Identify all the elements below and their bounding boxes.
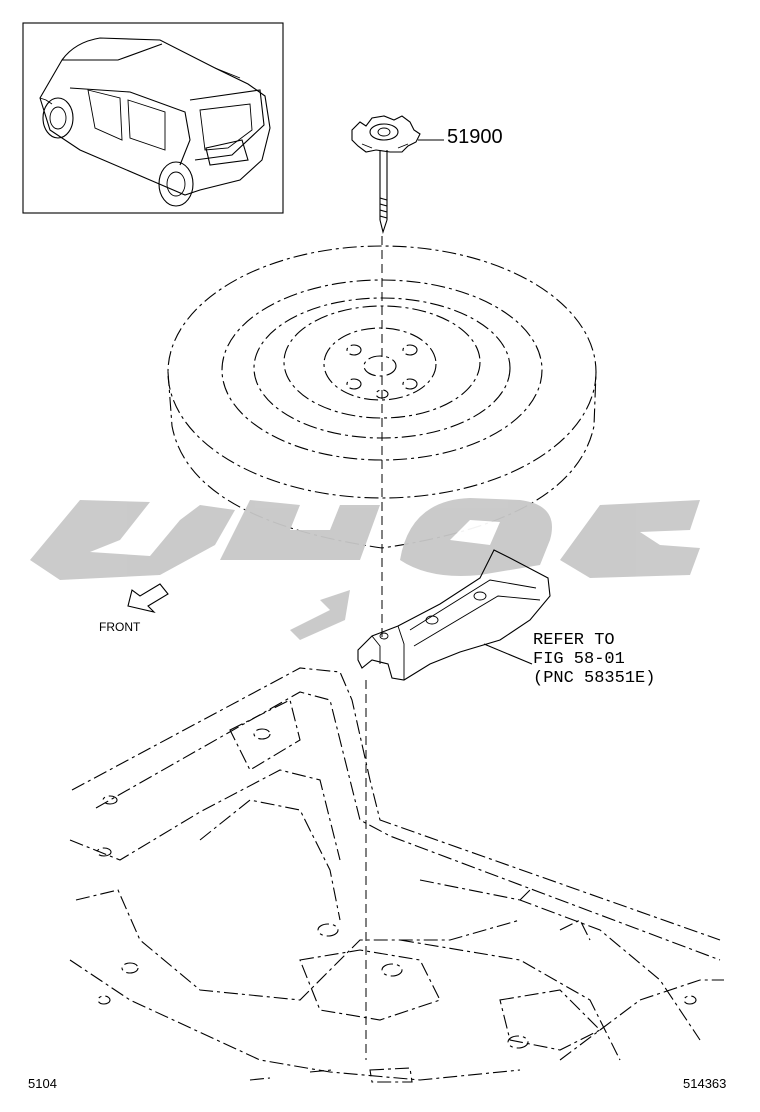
watermark-logo [30,498,700,640]
refer-note-line: FIG 58-01 [533,650,625,669]
refer-leader-line [483,643,533,665]
page-code: 5104 [28,1076,57,1091]
spare-wheel-clamp-51900[interactable] [351,115,421,234]
refer-note-line: REFER TO [533,631,615,650]
illustration-code: 514363 [683,1076,727,1091]
front-arrow-icon [127,583,169,613]
refer-note[interactable]: REFER TO FIG 58-01 (PNC 58351E) [533,631,655,688]
spare-tire-bracket[interactable] [357,549,551,681]
vehicle-locator-inset [22,22,284,214]
front-direction-label: FRONT [99,620,141,634]
part-number-label[interactable]: 51900 [447,126,503,148]
rear-floor-pan-phantom [69,667,724,1083]
inset-frame [22,22,284,214]
hatchback-car-icon [39,37,271,207]
wheel-hub [323,327,437,401]
refer-note-line: (PNC 58351E) [533,669,656,688]
